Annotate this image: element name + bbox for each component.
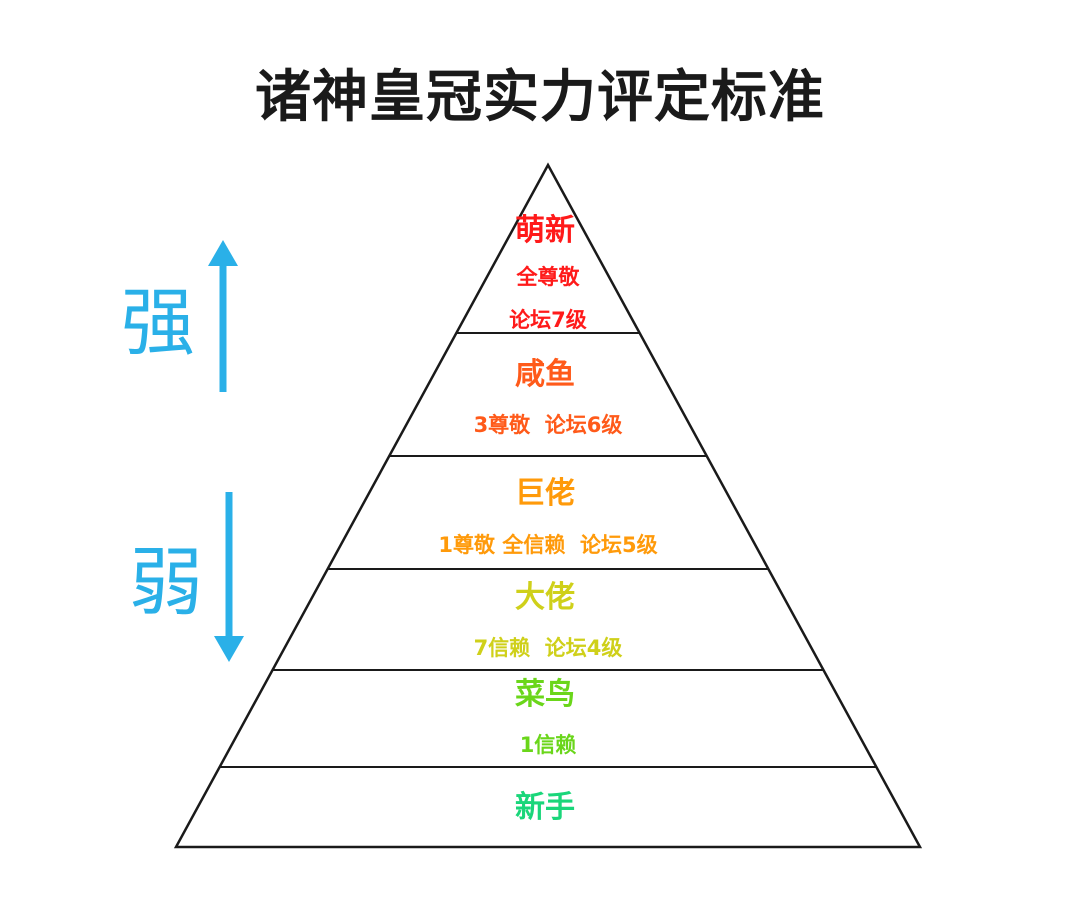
tier-requirement: 7信赖 论坛4级 (474, 636, 623, 660)
tier-name: 巨佬 (515, 476, 575, 511)
tier-4: 大佬 7信赖 论坛4级 (474, 580, 623, 660)
tier-name: 咸鱼 (515, 357, 575, 392)
weak-arrow (214, 492, 244, 662)
tier-name: 萌新 (515, 213, 575, 248)
tier-name: 新手 (515, 790, 575, 825)
page-title: 诸神皇冠实力评定标准 (255, 65, 825, 130)
strong-arrow (208, 240, 238, 392)
tier-requirement: 3尊敬 论坛6级 (474, 413, 623, 437)
tier-name: 菜鸟 (515, 677, 575, 712)
tier-name: 大佬 (515, 580, 575, 615)
tier-requirement: 论坛7级 (509, 308, 587, 332)
tier-2: 咸鱼 3尊敬 论坛6级 (474, 357, 623, 437)
weak-label: 弱 (129, 540, 203, 626)
pyramid-outline (173, 162, 923, 849)
strong-label: 强 (121, 280, 195, 366)
tier-dividers (219, 332, 877, 768)
tier-6: 新手 (515, 790, 575, 825)
tier-requirement: 1尊敬 全信赖 论坛5级 (438, 533, 657, 557)
tier-requirement: 1信赖 (520, 733, 577, 757)
tier-requirement: 全尊敬 (516, 265, 581, 289)
tier-5: 菜鸟 1信赖 (515, 677, 576, 757)
tier-3: 巨佬 1尊敬 全信赖 论坛5级 (438, 476, 657, 557)
